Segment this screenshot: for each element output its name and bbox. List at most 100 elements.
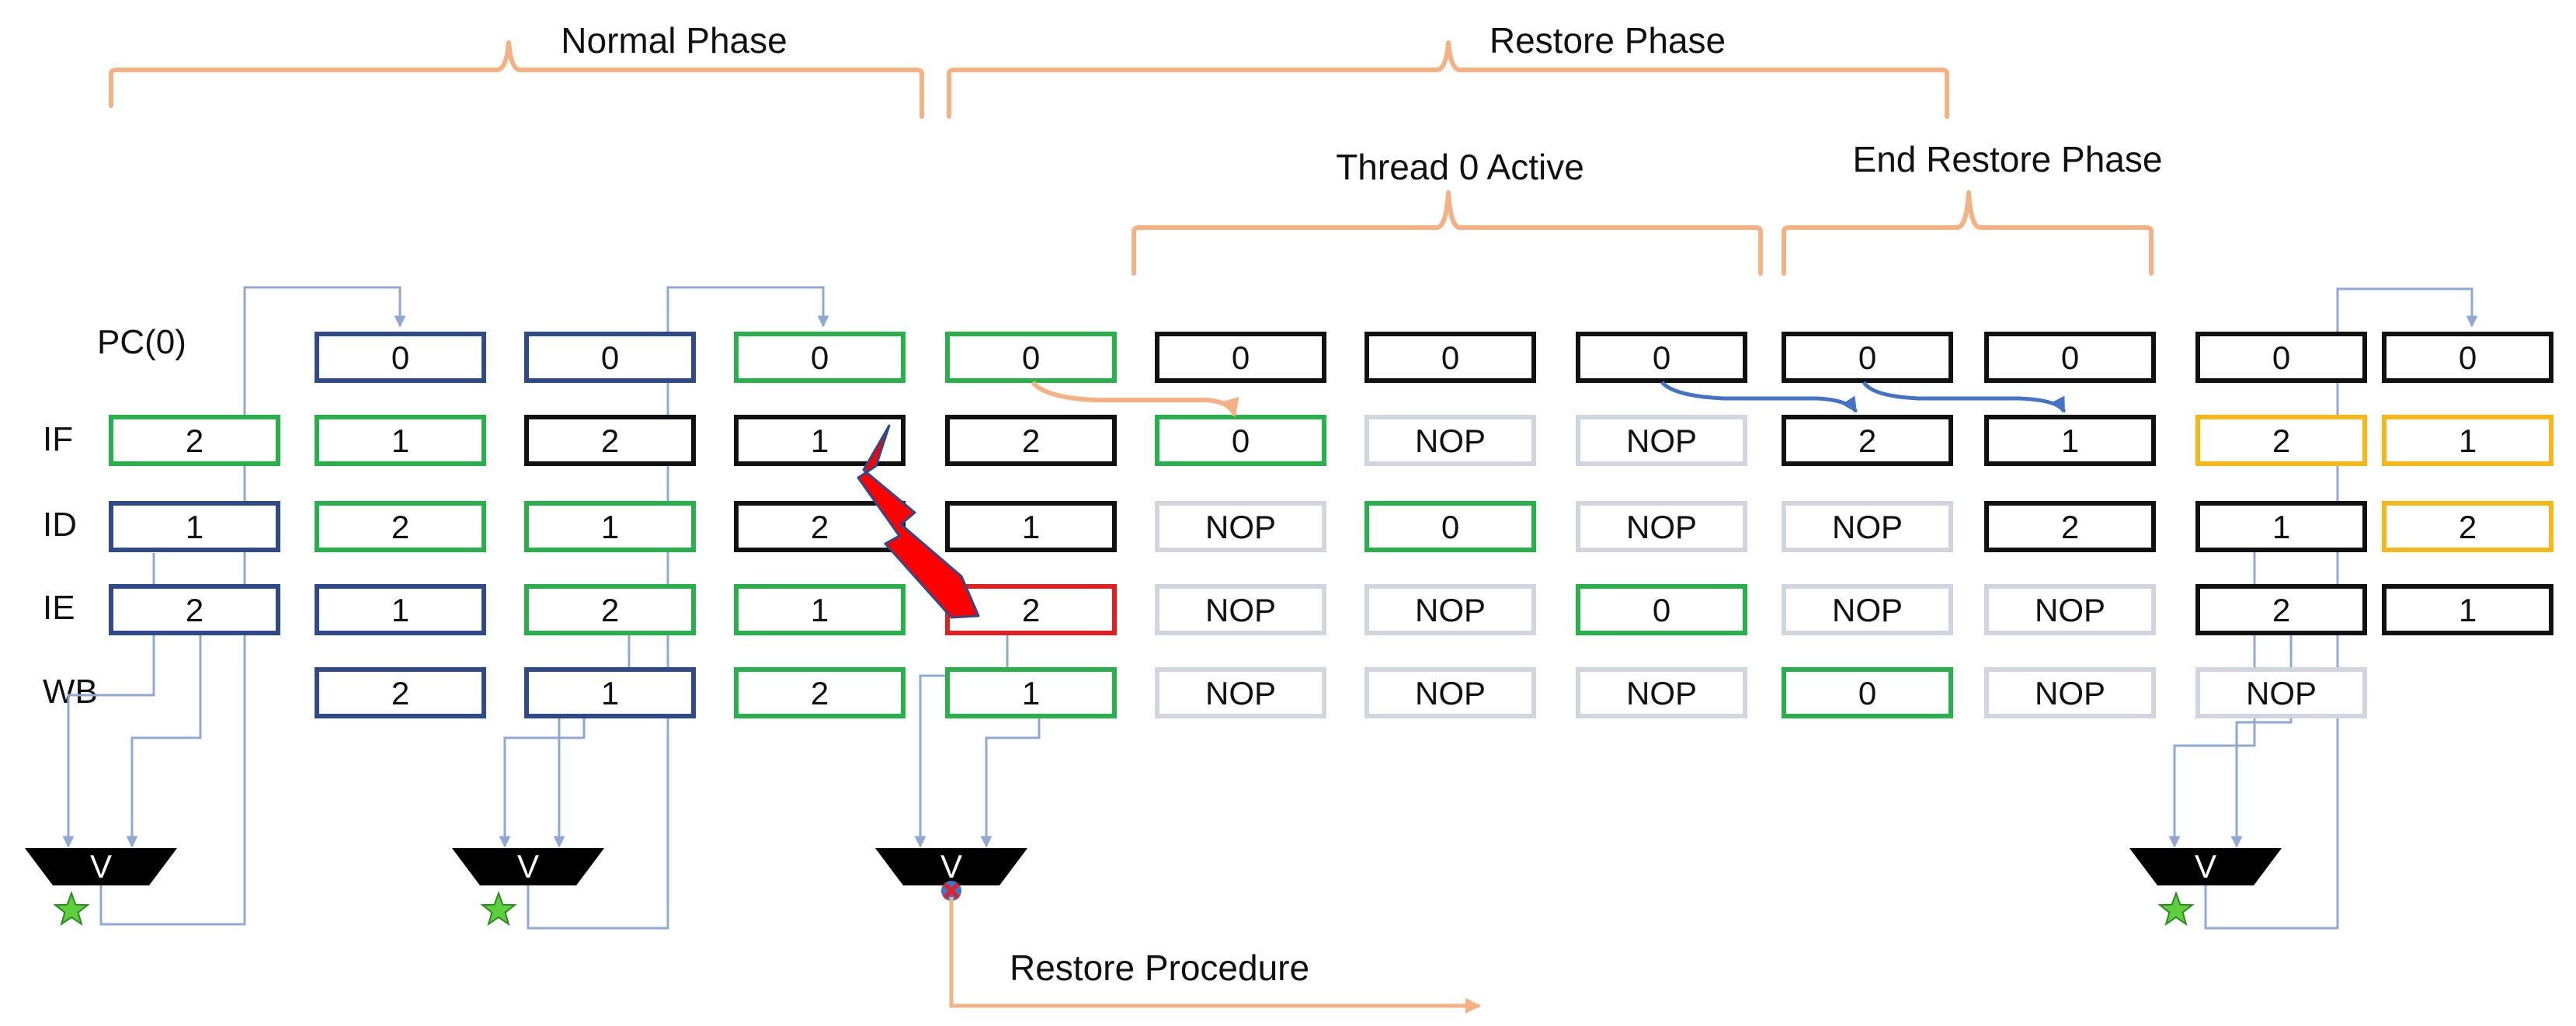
cell-box	[1364, 332, 1536, 383]
pipeline-cell-pc-col8: 0	[1576, 332, 1747, 383]
cell-box	[315, 332, 486, 383]
pipeline-cell-id-col4: 2	[734, 501, 906, 552]
cell-box	[734, 332, 906, 383]
cell-box	[1576, 584, 1747, 635]
cell-value: 2	[391, 675, 409, 711]
pipeline-cell-if-col12: 1	[2382, 415, 2553, 466]
pipeline-cell-if-col8: NOP	[1576, 415, 1747, 466]
cell-box	[2195, 501, 2367, 552]
pipeline-cell-wb-col11: NOP	[2195, 667, 2367, 718]
cell-value: 0	[1022, 339, 1040, 376]
pipeline-cell-pc-col7: 0	[1364, 332, 1536, 383]
pc-restore-arrow	[1031, 381, 1239, 418]
row-label-wb: WB	[43, 673, 98, 711]
cell-value: 1	[391, 423, 409, 459]
cell-value: 2	[186, 592, 203, 628]
row-label-pc: PC(0)	[97, 323, 186, 361]
pipeline-cell-pc-col5: 0	[945, 332, 1117, 383]
pipeline-cell-ie-col6: NOP	[1155, 584, 1326, 635]
restore-phase-brace: Restore Phase	[947, 20, 1949, 119]
green-star-icon	[53, 891, 90, 927]
voter-2: V	[452, 848, 604, 927]
pipeline-cell-wb-col5: 1	[945, 667, 1117, 718]
cell-value: NOP	[1205, 509, 1276, 545]
cell-value: 2	[601, 592, 619, 628]
cell-value: NOP	[1626, 675, 1697, 711]
cell-box	[2382, 584, 2553, 635]
cell-value: 0	[1232, 423, 1250, 459]
pipeline-cell-if-col1: 2	[109, 415, 280, 466]
pipeline-cell-id-col11: 1	[2195, 501, 2367, 552]
cell-box	[1364, 584, 1536, 635]
cell-value: NOP	[1415, 423, 1486, 459]
cell-box	[315, 415, 486, 466]
cell-value: 0	[1653, 592, 1670, 628]
voter-3: V	[875, 848, 1027, 901]
pipeline-cell-id-col7: 0	[1364, 501, 1536, 552]
pipeline-cell-ie-col10: NOP	[1984, 584, 2156, 635]
cell-box	[1782, 332, 1953, 383]
thread0-active-label: Thread 0 Active	[1336, 147, 1584, 187]
cell-box	[945, 332, 1117, 383]
restore-procedure-label: Restore Procedure	[1010, 948, 1309, 988]
pipeline-cell-wb-col8: NOP	[1576, 667, 1747, 718]
cell-box	[945, 667, 1117, 718]
cell-value: NOP	[1832, 509, 1903, 545]
cell-value: 0	[391, 339, 409, 376]
cell-box	[2195, 332, 2367, 383]
end-restore-phase-label: End Restore Phase	[1853, 139, 2163, 179]
cell-box	[524, 332, 696, 383]
cell-box	[2382, 501, 2553, 552]
cell-box	[1576, 501, 1747, 552]
pipeline-cell-wb-col3: 1	[524, 667, 696, 718]
cell-value: 1	[1022, 509, 1040, 545]
cell-value: NOP	[1205, 592, 1276, 628]
normal-phase-brace: Normal Phase	[109, 20, 924, 119]
restore-procedure-arrow: Restore Procedure	[949, 897, 1481, 1014]
voter-label: V	[940, 848, 962, 885]
cell-value: 0	[1441, 509, 1459, 545]
voter-label: V	[2195, 848, 2216, 885]
thread0-active-brace: Thread 0 Active	[1132, 147, 1763, 276]
cell-value: 2	[2272, 592, 2290, 628]
pipeline-cell-id-col12: 2	[2382, 501, 2553, 552]
cell-box	[1155, 332, 1326, 383]
cell-value: 1	[2061, 423, 2079, 459]
cell-value: 2	[391, 509, 409, 545]
pipeline-cell-id-col9: NOP	[1782, 501, 1953, 552]
cell-value: 0	[1858, 339, 1876, 376]
lightning-bolt-icon	[857, 424, 980, 619]
voter-label: V	[517, 848, 539, 885]
end-restore-phase-brace: End Restore Phase	[1782, 139, 2163, 276]
pipeline-cell-if-col9: 2	[1782, 415, 1953, 466]
cell-value: NOP	[1415, 592, 1486, 628]
cell-value: NOP	[2246, 675, 2317, 711]
pipeline-cell-ie-col12: 1	[2382, 584, 2553, 635]
cell-value: NOP	[1626, 423, 1697, 459]
cell-value: 1	[811, 592, 829, 628]
row-label-if: IF	[43, 420, 73, 458]
cell-box	[1364, 415, 1536, 466]
cell-box	[1984, 584, 2156, 635]
pipeline-cell-wb-col10: NOP	[1984, 667, 2156, 718]
cell-box	[1984, 501, 2156, 552]
pipeline-cell-id-col1: 1	[109, 501, 280, 552]
cell-box	[1576, 667, 1747, 718]
pipeline-cell-ie-col4: 1	[734, 584, 906, 635]
cell-box	[1155, 667, 1326, 718]
pipeline-cell-id-col10: 2	[1984, 501, 2156, 552]
pipeline-cell-pc-col12: 0	[2382, 332, 2553, 383]
pc-end-restore-arrow-2	[1862, 381, 2067, 413]
pipeline-cells: 2120121202121012120212100NOPNOPNOP0NOP0N…	[109, 332, 2553, 718]
cell-box	[2195, 667, 2367, 718]
cell-box	[734, 667, 906, 718]
pipeline-cell-id-col5: 1	[945, 501, 1117, 552]
pipeline-cell-if-col4: 1	[734, 415, 906, 466]
cell-box	[524, 415, 696, 466]
cell-value: 1	[391, 592, 409, 628]
cell-value: NOP	[2035, 675, 2105, 711]
cell-value: 2	[811, 675, 829, 711]
pipeline-cell-id-col2: 2	[315, 501, 486, 552]
cell-box	[1364, 667, 1536, 718]
cell-value: 0	[2272, 339, 2290, 376]
